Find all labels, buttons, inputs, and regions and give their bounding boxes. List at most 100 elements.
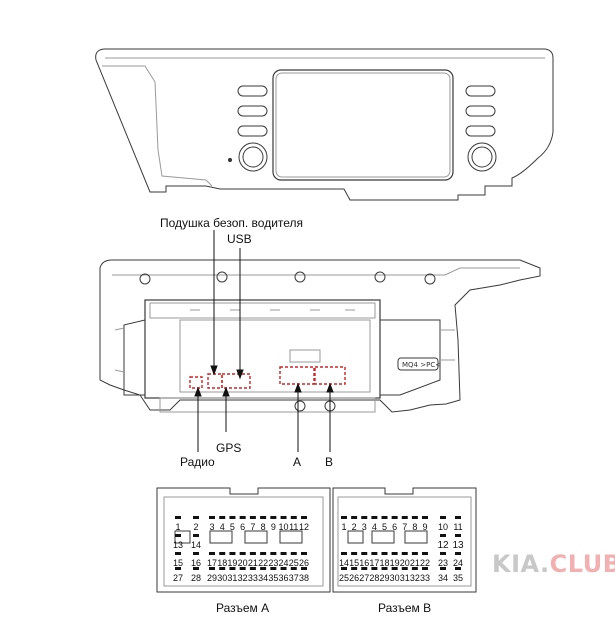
- pin-marker: [351, 552, 358, 555]
- watermark-suffix: CLUB: [549, 550, 615, 578]
- pin-marker: [422, 567, 428, 570]
- pin-number: 14: [339, 558, 349, 568]
- pin-marker: [301, 516, 307, 519]
- pin-number: 38: [299, 573, 309, 583]
- pin-number: 34: [258, 573, 268, 583]
- pin-marker: [270, 567, 277, 570]
- watermark-prefix: KIA.: [492, 550, 550, 578]
- connector-b-highlight: [314, 366, 346, 385]
- pin-marker: [422, 552, 428, 555]
- pin-marker: [193, 516, 199, 519]
- pin-number: 22: [258, 558, 268, 568]
- pin-marker: [371, 567, 378, 570]
- mount-hole: [216, 271, 228, 283]
- pin-number: 20: [238, 558, 248, 568]
- pin-marker: [341, 552, 347, 555]
- connector-b-pins: [341, 516, 461, 570]
- pin-number: 6: [240, 522, 245, 532]
- head-unit-front-view: [95, 48, 554, 201]
- pin-marker: [270, 552, 277, 555]
- pin-marker: [371, 552, 378, 555]
- gps-usb-highlight: [221, 373, 251, 389]
- pin-number: 8: [412, 522, 417, 532]
- pin-number: 25: [339, 573, 349, 583]
- label-a: A: [293, 455, 302, 469]
- pin-number: 11: [289, 522, 298, 532]
- radio-highlight: [189, 376, 203, 389]
- pin-number: 12: [437, 540, 449, 551]
- pin-number: 2: [193, 522, 198, 532]
- pin-marker: [260, 552, 267, 555]
- pin-marker: [229, 552, 236, 555]
- label-usb: USB: [227, 232, 252, 246]
- pin-number: 16: [359, 558, 369, 568]
- pin-number: 31: [227, 573, 237, 583]
- pin-marker: [381, 552, 388, 555]
- pin-number: 10: [279, 522, 289, 532]
- pin-marker: [239, 516, 246, 519]
- pin-marker: [371, 516, 378, 519]
- pin-number: 4: [220, 522, 225, 532]
- pin-number: 13: [173, 540, 183, 550]
- label-b: B: [325, 455, 334, 469]
- pin-number: 1: [175, 522, 180, 532]
- pin-number: 12: [299, 522, 309, 532]
- pin-number: 3: [209, 522, 214, 532]
- pin-marker: [219, 552, 226, 555]
- pin-number: 1: [341, 522, 346, 532]
- pin-number: 4: [372, 522, 377, 532]
- right-buttons: [465, 85, 496, 137]
- pin-number: 2: [352, 522, 357, 532]
- leader-lines: [194, 230, 334, 452]
- label-radio: Радио: [180, 455, 215, 469]
- pin-number: 28: [191, 573, 201, 583]
- pin-marker: [411, 516, 418, 519]
- pin-marker: [229, 516, 236, 519]
- pin-number: 13: [452, 540, 464, 551]
- left-buttons: [237, 85, 268, 137]
- badge-box: [397, 357, 439, 371]
- mount-hole: [294, 271, 306, 283]
- pin-number: 3: [362, 522, 367, 532]
- pin-marker: [455, 552, 461, 555]
- pin-marker: [381, 567, 388, 570]
- pin-number: 19: [227, 558, 237, 568]
- pin-marker: [341, 516, 347, 519]
- pin-marker: [270, 516, 277, 519]
- label-connector-b: Разъем B: [378, 601, 432, 615]
- pin-number: 7: [402, 522, 407, 532]
- pin-marker: [290, 567, 297, 570]
- pin-number: 6: [392, 522, 397, 532]
- pin-marker: [401, 552, 408, 555]
- pin-number: 9: [422, 522, 427, 532]
- pin-marker: [290, 552, 297, 555]
- pin-marker: [193, 552, 199, 555]
- pin-marker: [175, 534, 181, 537]
- pin-marker: [229, 567, 236, 570]
- pin-marker: [361, 567, 368, 570]
- pin-marker: [440, 552, 446, 555]
- pin-number: 15: [173, 558, 183, 568]
- pin-marker: [351, 567, 358, 570]
- pin-number: 14: [191, 540, 201, 550]
- pin-marker: [219, 567, 226, 570]
- pin-number: 29: [379, 573, 389, 583]
- pin-number: 22: [420, 558, 430, 568]
- pin-number: 7: [250, 522, 255, 532]
- pin-number: 29: [207, 573, 217, 583]
- pin-marker: [455, 534, 461, 537]
- pin-marker: [209, 567, 215, 570]
- watermark: KIA.CLUB: [492, 550, 615, 578]
- pin-number: 33: [248, 573, 258, 583]
- pin-number: 25: [289, 558, 299, 568]
- pin-marker: [249, 516, 256, 519]
- pin-marker: [193, 534, 199, 537]
- pin-marker: [260, 567, 267, 570]
- pin-marker: [401, 516, 408, 519]
- pin-number: 15: [349, 558, 359, 568]
- pin-marker: [440, 516, 446, 519]
